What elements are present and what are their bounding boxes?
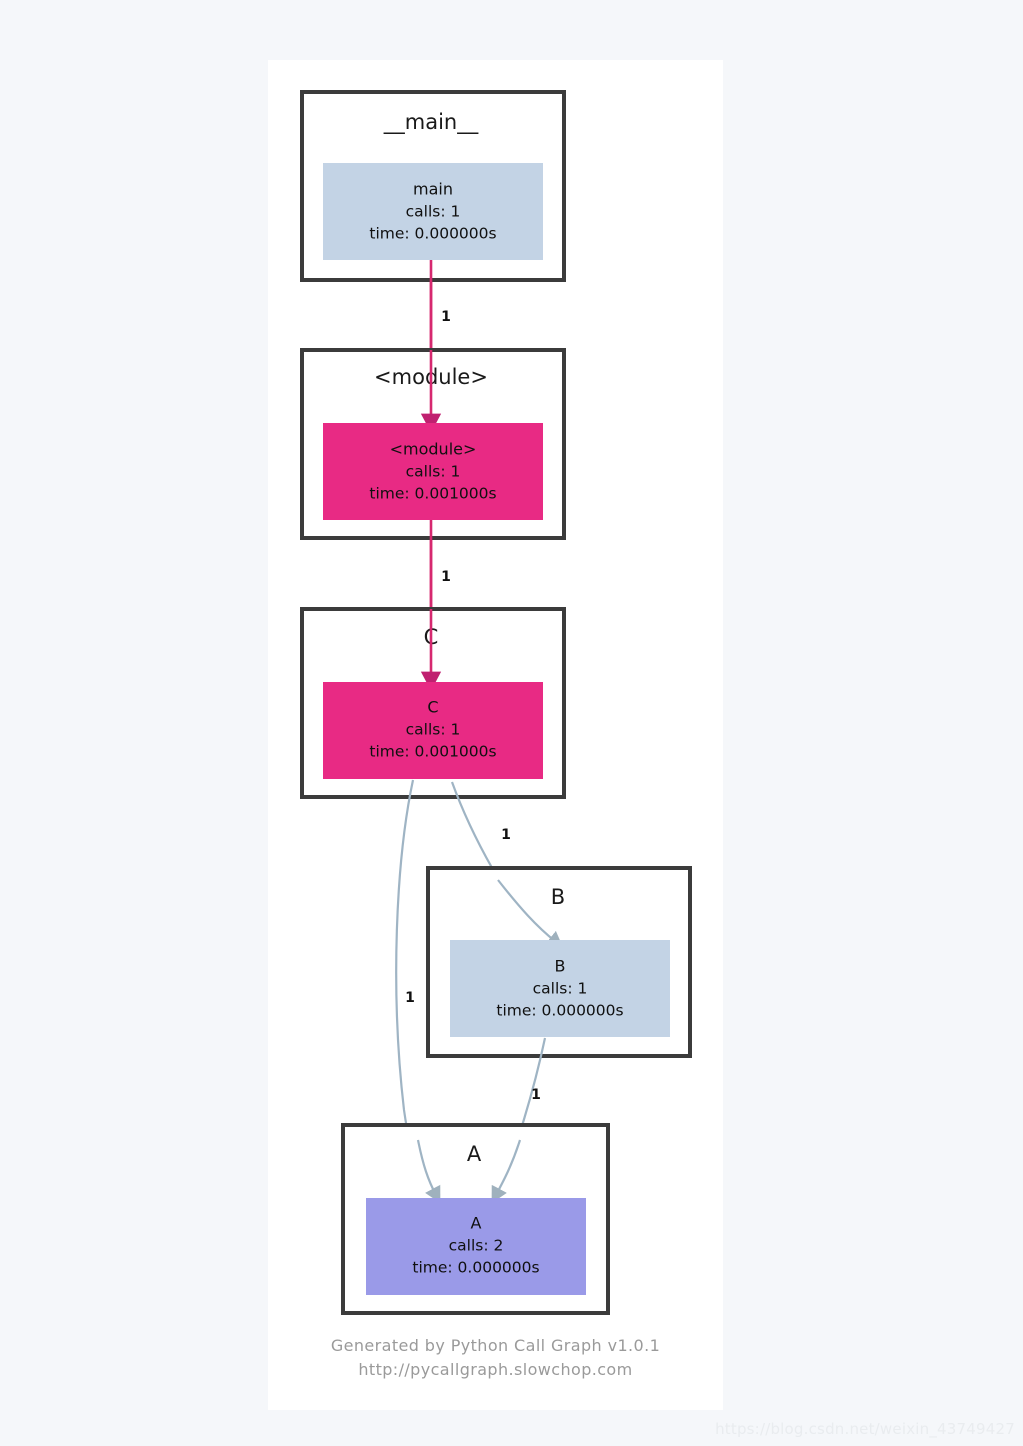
node-main-calls: calls: 1 [406,203,461,221]
node-a-name: A [471,1214,482,1233]
cluster-label-a: A [467,1142,482,1166]
cluster-c: C C calls: 1 time: 0.001000s [300,607,566,799]
node-b-name: B [555,957,566,976]
footer-generated-by: Generated by Python Call Graph v1.0.1 [330,1336,661,1355]
edge-label-b-to-a: 1 [531,1087,541,1103]
cluster-b: B B calls: 1 time: 0.000000s [426,866,692,1058]
edge-label-module-to-c: 1 [441,569,451,585]
cluster-label-b: B [551,885,565,909]
node-a-calls: calls: 2 [449,1237,504,1255]
node-module-name: <module> [390,440,477,459]
edge-arrow-into-b [497,879,564,948]
edge-arrow-into-a-left [416,1139,441,1204]
node-a[interactable]: A calls: 2 time: 0.000000s [366,1198,586,1295]
node-c-time: time: 0.001000s [369,743,496,761]
callgraph-svg: __main__ main calls: 1 time: 0.000000s 1… [300,90,692,1315]
node-c-name: C [427,698,438,717]
node-c[interactable]: C calls: 1 time: 0.001000s [323,682,543,779]
footer-url: http://pycallgraph.slowchop.com [358,1360,633,1379]
node-main-time: time: 0.000000s [369,225,496,243]
watermark-text: https://blog.csdn.net/weixin_43749427 [715,1420,1015,1438]
node-c-calls: calls: 1 [406,721,461,739]
callgraph-canvas: __main__ main calls: 1 time: 0.000000s 1… [268,60,723,1410]
edge-label-c-to-a: 1 [405,990,415,1006]
node-main-name: main [413,180,453,199]
cluster-label-main-module: __main__ [383,110,479,135]
node-b-time: time: 0.000000s [496,1002,623,1020]
node-b[interactable]: B calls: 1 time: 0.000000s [450,940,670,1037]
node-module[interactable]: <module> calls: 1 time: 0.001000s [323,423,543,520]
node-module-time: time: 0.001000s [369,485,496,503]
cluster-module: <module> <module> calls: 1 time: 0.00100… [300,348,566,540]
node-a-time: time: 0.000000s [412,1259,539,1277]
edge-label-main-to-module: 1 [441,309,451,325]
node-main[interactable]: main calls: 1 time: 0.000000s [323,163,543,260]
node-b-calls: calls: 1 [533,980,588,998]
edge-arrow-into-a-right [491,1139,522,1204]
edge-label-c-to-b: 1 [501,827,511,843]
cluster-main-module: __main__ main calls: 1 time: 0.000000s [300,90,566,282]
node-module-calls: calls: 1 [406,463,461,481]
cluster-a: A A calls: 2 time: 0.000000s [341,1123,610,1315]
